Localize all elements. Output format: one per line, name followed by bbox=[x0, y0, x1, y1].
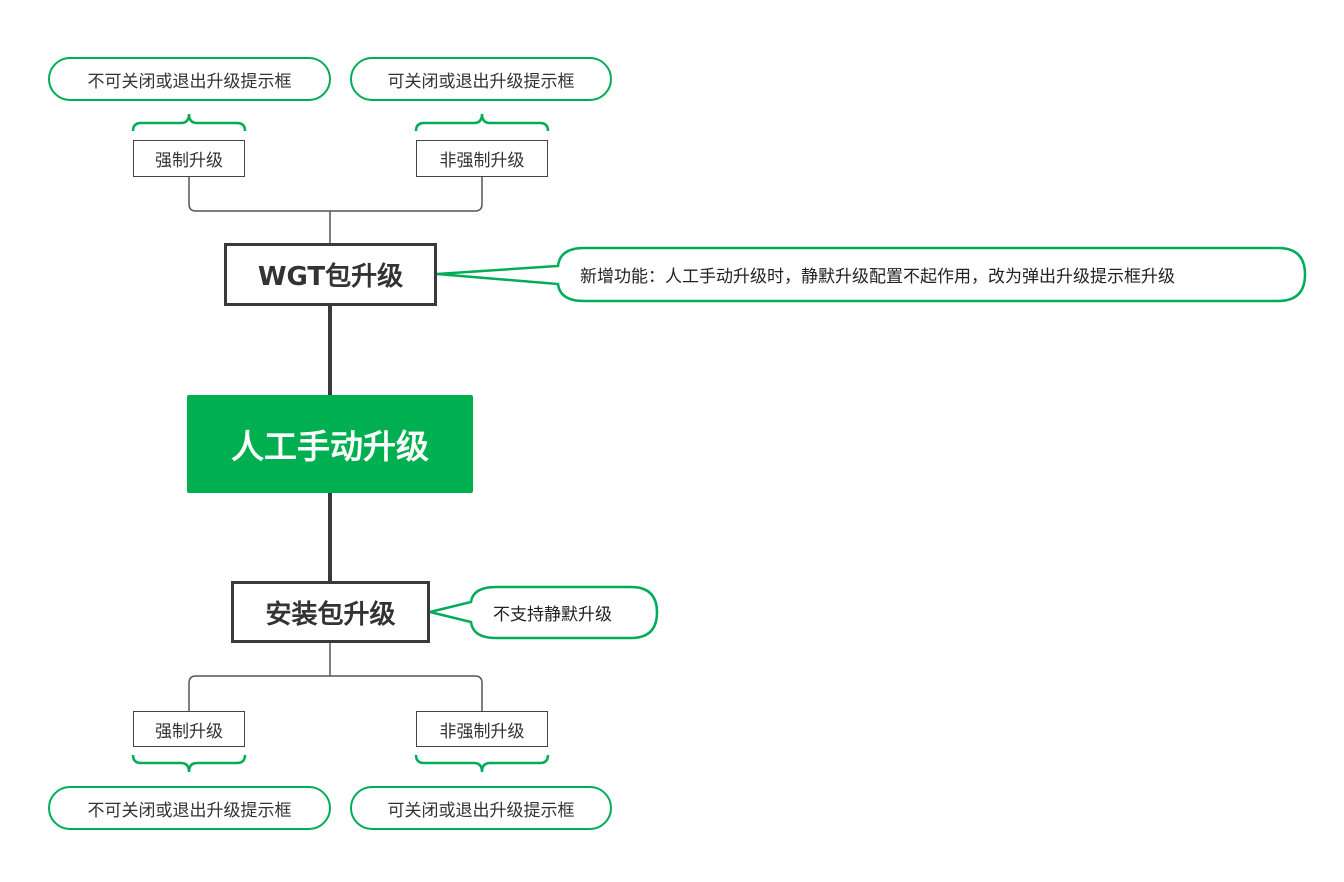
apk-callout-text[interactable]: 不支持静默升级 bbox=[493, 605, 612, 625]
wgt-upgrade-node[interactable]: WGT包升级 bbox=[224, 243, 437, 306]
summary-wgt-forced[interactable]: 不可关闭或退出升级提示框 bbox=[48, 57, 331, 101]
apk-optional-upgrade-node[interactable]: 非强制升级 bbox=[416, 711, 548, 747]
apk-upgrade-node[interactable]: 安装包升级 bbox=[231, 581, 430, 643]
apk-branch-connector bbox=[188, 643, 483, 711]
summary-wgt-optional[interactable]: 可关闭或退出升级提示框 bbox=[350, 57, 612, 101]
summary-brace-top-right bbox=[414, 113, 550, 132]
wgt-forced-upgrade-node[interactable]: 强制升级 bbox=[133, 140, 245, 177]
wgt-callout-text[interactable]: 新增功能：人工手动升级时，静默升级配置不起作用，改为弹出升级提示框升级 bbox=[580, 267, 1175, 287]
apk-forced-upgrade-node[interactable]: 强制升级 bbox=[133, 711, 245, 747]
wgt-optional-upgrade-node[interactable]: 非强制升级 bbox=[416, 140, 548, 177]
wgt-callout-shape bbox=[436, 246, 1307, 303]
summary-brace-bottom-left bbox=[131, 754, 247, 773]
summary-apk-optional[interactable]: 可关闭或退出升级提示框 bbox=[350, 786, 612, 830]
central-topic[interactable]: 人工手动升级 bbox=[187, 395, 473, 493]
wgt-branch-connector bbox=[188, 177, 483, 243]
summary-brace-top-left bbox=[131, 113, 247, 132]
apk-callout-shape bbox=[429, 585, 659, 640]
summary-apk-forced[interactable]: 不可关闭或退出升级提示框 bbox=[48, 786, 331, 830]
summary-brace-bottom-right bbox=[414, 754, 550, 773]
